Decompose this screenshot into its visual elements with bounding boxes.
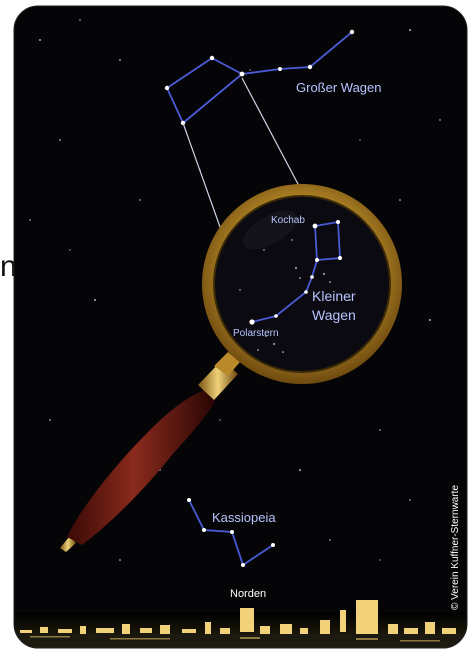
polaris-label: Polarstern — [233, 328, 279, 339]
north-label: Norden — [230, 588, 266, 600]
cassiopeia-label: Kassiopeia — [212, 510, 276, 525]
photo-credit: © Verein Kuffner-Sternwarte — [450, 485, 461, 610]
little-dipper-label-line2: Wagen — [312, 307, 356, 323]
little-dipper-label-line1: Kleiner — [312, 288, 356, 304]
big-dipper-label: Großer Wagen — [296, 80, 382, 95]
magnifying-glass-lens — [202, 184, 402, 384]
